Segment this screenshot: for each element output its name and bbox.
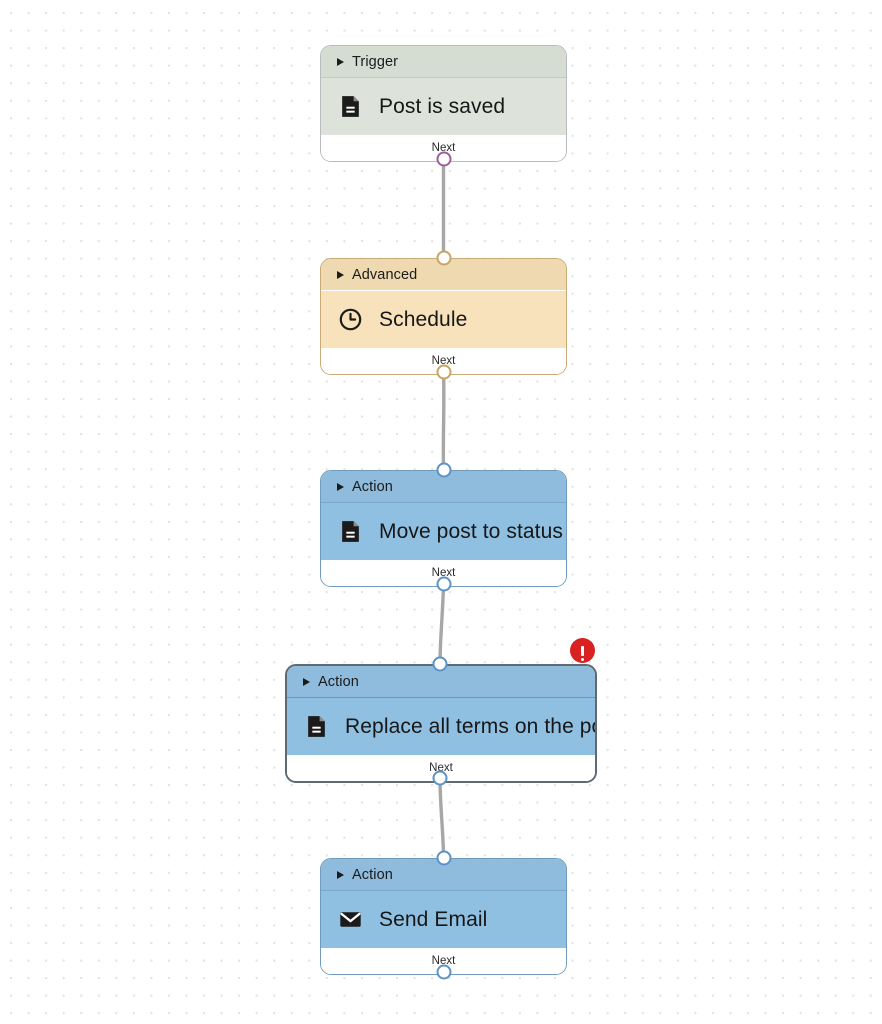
node-title: Post is saved <box>379 94 506 118</box>
node-header-divider <box>321 77 566 78</box>
node-category-label: Advanced <box>352 266 418 283</box>
input-port-advanced-schedule[interactable] <box>436 250 451 266</box>
node-header-divider <box>321 890 566 891</box>
node-body-action-move-post[interactable]: Move post to status <box>321 503 566 560</box>
node-title: Schedule <box>379 307 468 331</box>
edge-replace-terms-to-send-email <box>438 776 446 860</box>
document-icon <box>303 714 329 740</box>
node-footer-label: Next <box>431 142 456 154</box>
node-title: Send Email <box>379 907 488 931</box>
node-category-label: Action <box>352 478 393 495</box>
output-port-replace-all-terms[interactable] <box>432 770 448 786</box>
node-category-label: Trigger <box>352 53 399 70</box>
node-header-divider <box>287 697 595 698</box>
node-header-trigger[interactable]: Trigger <box>321 46 566 77</box>
node-footer-label: Next <box>431 567 456 579</box>
chevron-right-icon[interactable] <box>337 870 344 879</box>
node-footer-label: Next <box>431 955 456 967</box>
node-category-label: Action <box>352 866 393 883</box>
document-icon <box>337 519 363 545</box>
chevron-right-icon[interactable] <box>337 482 344 491</box>
input-port-send-email[interactable] <box>436 850 451 866</box>
chevron-right-icon[interactable] <box>337 57 344 66</box>
node-body-action-send-email[interactable]: Send Email <box>321 891 566 948</box>
output-port-send-email[interactable] <box>436 964 451 980</box>
workflow-node-send-email[interactable]: Action Send Email Next <box>320 858 567 975</box>
node-category-label: Action <box>318 673 359 690</box>
edge-schedule-to-move-post <box>441 370 446 472</box>
envelope-icon <box>337 907 363 933</box>
node-title: Replace all terms on the post <box>345 714 597 738</box>
workflow-node-replace-all-terms[interactable]: Action Replace all terms on the post Nex… <box>285 664 597 783</box>
input-port-replace-all-terms[interactable] <box>432 656 448 672</box>
input-port-move-post-to-status[interactable] <box>436 462 451 478</box>
node-footer-action-send-email[interactable]: Next <box>321 948 566 974</box>
workflow-node-advanced-schedule[interactable]: Advanced Schedule Next <box>320 258 567 375</box>
error-exclamation-icon[interactable] <box>570 638 595 663</box>
output-port-move-post-to-status[interactable] <box>436 576 451 592</box>
error-bang-glyph <box>580 645 585 662</box>
edge-move-post-to-replace-terms <box>438 582 446 666</box>
workflow-node-trigger[interactable]: Trigger Post is saved Next <box>320 45 567 162</box>
node-header-divider <box>321 502 566 503</box>
node-title: Move post to status <box>379 519 563 543</box>
chevron-right-icon[interactable] <box>337 270 344 279</box>
node-body-action-replace-terms[interactable]: Replace all terms on the post <box>287 698 595 755</box>
output-port-trigger[interactable] <box>436 151 451 167</box>
node-body-advanced[interactable]: Schedule <box>321 291 566 348</box>
node-body-trigger[interactable]: Post is saved <box>321 78 566 135</box>
clock-icon <box>337 307 363 333</box>
output-port-advanced-schedule[interactable] <box>436 364 451 380</box>
workflow-node-move-post-to-status[interactable]: Action Move post to status Next <box>320 470 567 587</box>
document-icon <box>337 94 363 120</box>
node-footer-label: Next <box>431 355 456 367</box>
chevron-right-icon[interactable] <box>303 677 310 686</box>
